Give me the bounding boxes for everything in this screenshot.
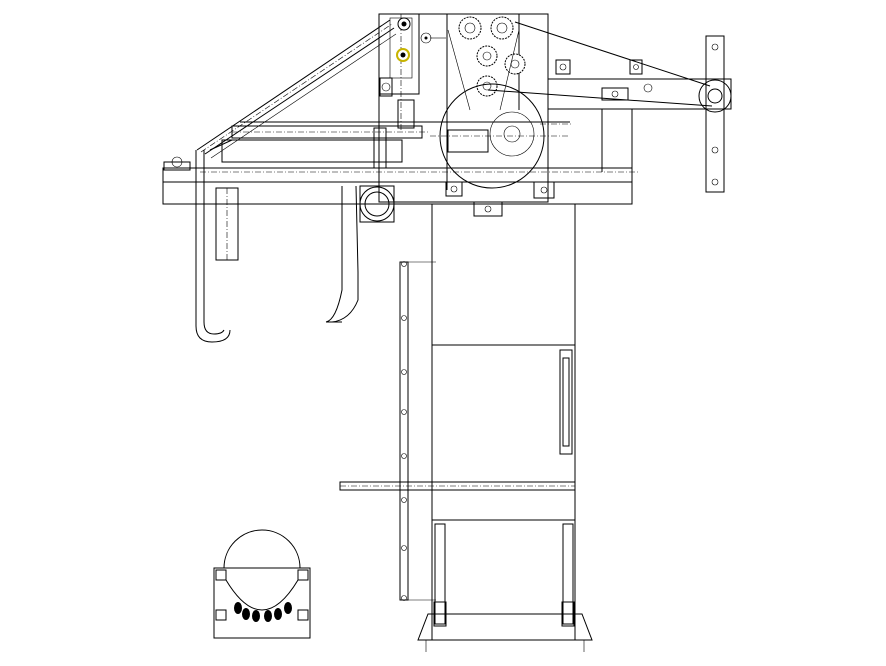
- main-drum: [430, 83, 570, 189]
- drive-belt: [430, 21, 713, 107]
- inclined-conveyor: [196, 19, 397, 159]
- machine-base: [417, 601, 593, 652]
- vertical-rail: [399, 261, 436, 601]
- vertical-column: [431, 203, 576, 641]
- gear-train: [447, 16, 526, 111]
- detail-view: [213, 529, 311, 639]
- right-arm-assembly: [540, 35, 732, 200]
- inner-hook-chute: [325, 185, 395, 323]
- gear-housing: [378, 13, 549, 203]
- main-beam: [162, 121, 640, 217]
- left-chute: [195, 150, 239, 343]
- tension-rollers: [396, 17, 432, 62]
- cross-bar: [339, 481, 576, 491]
